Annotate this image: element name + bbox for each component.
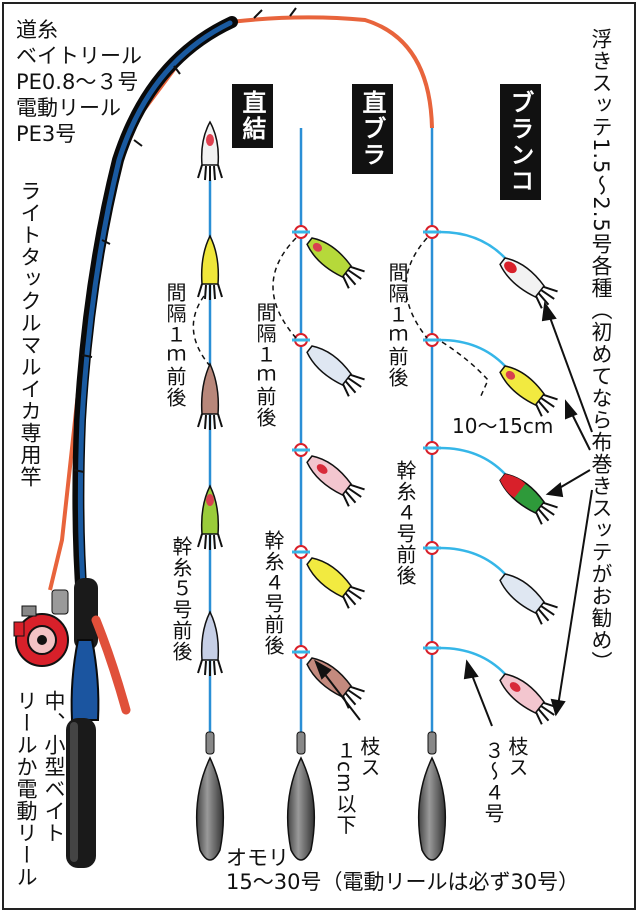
main-line-on-rod [48, 66, 177, 591]
sinker-spec: 15～30号（電動リールは必ず30号） [226, 870, 580, 894]
squid-lure [197, 120, 223, 181]
rig-title-direct-bura: 直ブラ [352, 84, 393, 174]
rod-highlight [77, 20, 233, 603]
rig2-branch-label: 枝ス [357, 736, 381, 778]
swivel-snap [423, 225, 441, 239]
reel-icon [13, 589, 69, 667]
sinker-icon [286, 731, 316, 861]
squid-lure [499, 365, 558, 417]
rig2-components [292, 225, 365, 709]
squid-lure [197, 484, 223, 550]
rig3-spacing: 間隔１ｍ前後 [385, 262, 409, 388]
reel-label-2: リールか電動リール [14, 690, 38, 888]
swivel-snap [292, 645, 310, 659]
reel-label-1: 中、小型ベイト [42, 690, 66, 844]
rig-title-buranko: ブランコ [500, 84, 541, 200]
rig2-spacing: 間隔１ｍ前後 [253, 302, 277, 428]
swivel-snap [292, 545, 310, 559]
rig2-branch-spec: １cm以下 [333, 740, 357, 836]
reel-seat [70, 639, 100, 721]
bait-reel-line-spec: PE0.8～３号 [16, 70, 139, 94]
rod-label: ライトタックルマルイカ専用竿 [18, 180, 42, 488]
swivel-snap [423, 641, 441, 655]
squid-lure [306, 455, 365, 507]
dropper-line [439, 646, 506, 675]
squid-lure [306, 237, 365, 289]
squid-lure [197, 362, 223, 430]
main-line [229, 15, 434, 129]
dropper-line [439, 230, 506, 259]
bait-reel-label: ベイトリール [16, 44, 142, 68]
rig1-trunk: 幹糸５号前後 [169, 536, 193, 662]
rig3-branch-label: 枝ス [505, 736, 529, 778]
squid-lure [499, 573, 558, 625]
rig2-trunk: 幹糸４号前後 [261, 530, 285, 656]
rig3-components [423, 225, 558, 725]
swivel-snap [423, 333, 441, 347]
squid-lure [306, 345, 365, 397]
dropper-line [439, 546, 506, 575]
main-line-label: 道糸 [16, 18, 58, 42]
rig1-squids [197, 120, 223, 676]
float-sutte-label: 浮きスッテ1.5～2.5号各種（初めてなら布巻きスッテがお勧め） [589, 28, 613, 673]
squid-lure [306, 557, 365, 609]
swivel-snap [292, 443, 310, 457]
squid-lure [197, 234, 223, 300]
squid-lure [499, 473, 558, 525]
rod-fore-grip [74, 578, 98, 650]
squid-lure [306, 657, 365, 709]
swivel-snap [292, 225, 310, 239]
sinker-label: オモリ [226, 846, 289, 870]
dropper-line [439, 446, 506, 475]
power-cord [91, 615, 131, 715]
rig-title-direct: 直結 [232, 84, 273, 148]
swivel-snap [292, 333, 310, 347]
pointer-arrows [314, 301, 593, 727]
swivel-snap [423, 441, 441, 455]
dropper-length-label: 10～15cm [452, 414, 554, 438]
rod-guides [73, 7, 297, 473]
squid-lure [499, 673, 558, 725]
spacing-arcs [192, 237, 489, 399]
sinker-icon [417, 731, 447, 861]
dropper-line [439, 338, 506, 367]
rig3-trunk: 幹糸４号前後 [393, 460, 417, 586]
rig3-branch-spec: ３～４号 [481, 740, 505, 824]
sinker-icon [195, 731, 225, 861]
electric-reel-label: 電動リール [16, 96, 121, 120]
electric-reel-line-spec: PE3号 [16, 122, 77, 146]
squid-lure [197, 610, 223, 676]
sinkers [195, 731, 447, 861]
squid-lure [499, 257, 558, 309]
swivel-snap [423, 541, 441, 555]
rig1-spacing: 間隔１ｍ前後 [163, 282, 187, 408]
